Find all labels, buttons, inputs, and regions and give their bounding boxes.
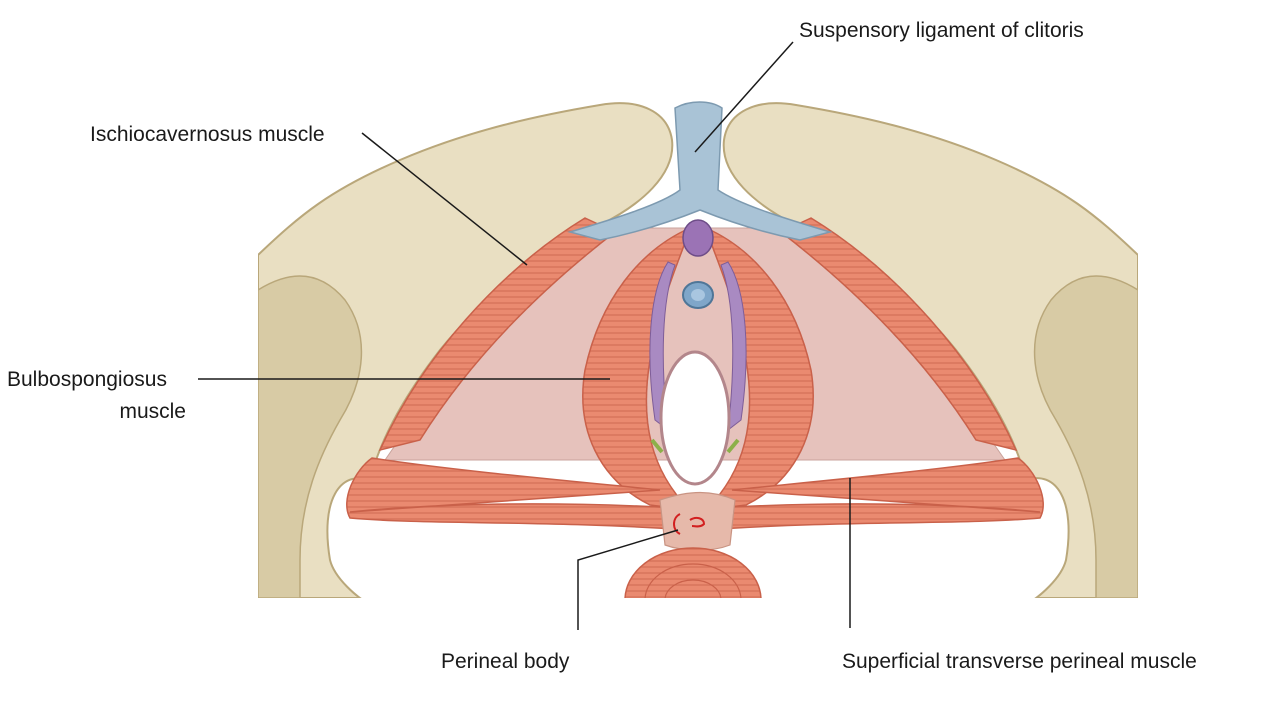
anal-sphincter-ring-2 xyxy=(664,579,722,598)
label-perineal-body: Perineal body xyxy=(441,650,570,673)
right-ischiocavernosus xyxy=(779,217,1018,452)
left-superficial-transverse-perineal xyxy=(346,457,692,531)
leader-suspensory xyxy=(694,41,794,153)
left-ischiocavernosus xyxy=(378,217,617,452)
left-ischial-ramus xyxy=(258,275,363,598)
leader-perineal-body xyxy=(577,529,679,630)
label-ischiocavernosus: Ischiocavernosus muscle xyxy=(90,123,325,146)
label-suspensory-ligament: Suspensory ligament of clitoris xyxy=(799,19,1084,42)
label-bulbospongiosus-line1: Bulbospongiosus xyxy=(7,368,167,391)
annotation-squiggle xyxy=(689,516,706,528)
annotation-bracket xyxy=(673,513,681,535)
right-ischial-ramus xyxy=(1033,275,1138,598)
suspensory-ligament xyxy=(567,101,833,241)
leader-ischiocavernosus xyxy=(361,132,528,266)
left-gland-duct xyxy=(650,438,664,454)
urethral-lumen xyxy=(691,289,705,301)
right-superficial-transverse-perineal xyxy=(700,457,1044,531)
label-bulbospongiosus-line2: muscle xyxy=(119,400,186,423)
right-gland-duct xyxy=(726,438,740,454)
external-anal-sphincter xyxy=(624,547,762,598)
label-superficial-transverse: Superficial transverse perineal muscle xyxy=(842,650,1197,673)
anal-sphincter-ring-1 xyxy=(644,563,742,598)
perineal-body xyxy=(659,491,736,551)
glans-clitoris xyxy=(682,219,714,257)
vaginal-opening xyxy=(659,350,731,486)
